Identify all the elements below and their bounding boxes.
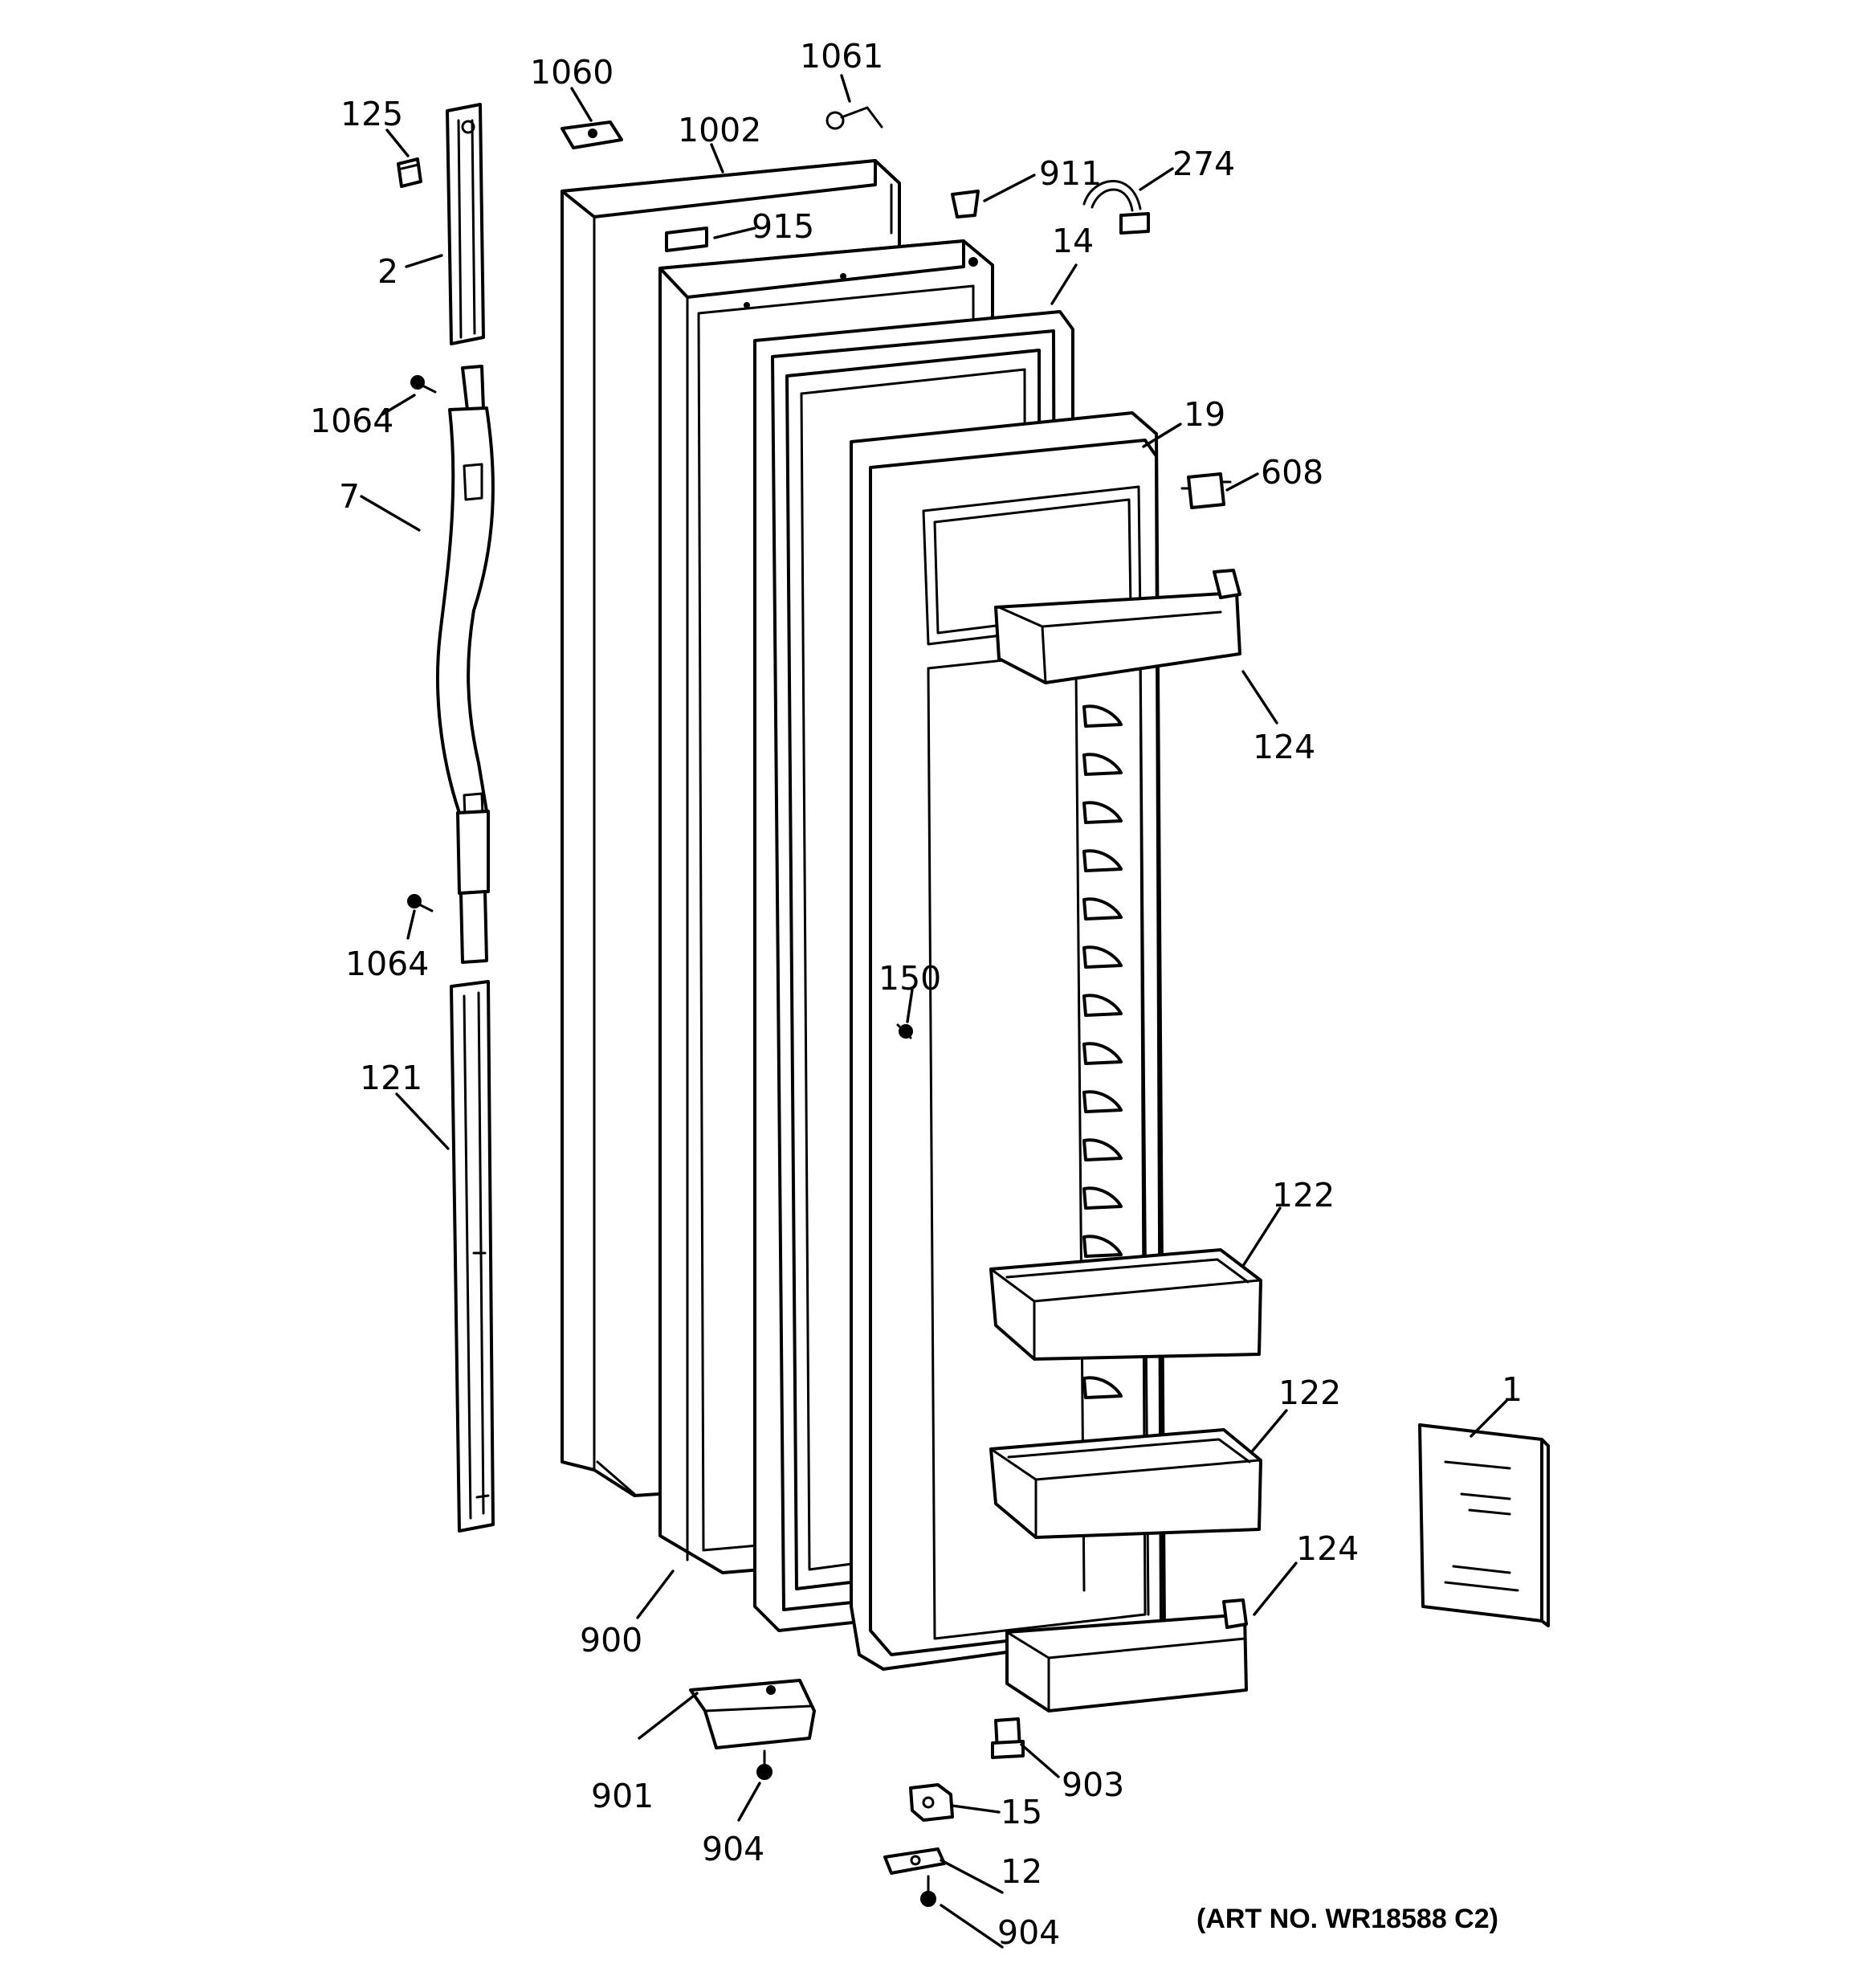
part-904-screw-lower: [920, 1875, 936, 1907]
part-150-screw: [896, 1023, 913, 1039]
part-121-handle-trim-lower: [450, 980, 495, 1533]
part-274-wire-harness: [1082, 180, 1150, 235]
part-1-owners-manual: [1418, 1423, 1550, 1627]
part-1061-clip: [826, 106, 883, 130]
label-608: 608: [1261, 453, 1323, 492]
part-12-hinge-plate: [883, 1847, 946, 1875]
part-2-handle-trim-upper: [446, 103, 485, 345]
part-1064-screw-lower: [407, 894, 434, 912]
part-7-handle: [436, 365, 495, 964]
label-915: 915: [752, 207, 814, 246]
part-901-hinge-cover: [689, 1679, 816, 1749]
label-274: 274: [1172, 145, 1235, 183]
label-1064: 1064: [310, 402, 393, 440]
label-2: 2: [377, 252, 398, 291]
part-124-door-bin-lower: [1005, 1598, 1248, 1712]
part-122-door-bin-lower: [989, 1428, 1262, 1539]
label-122: 122: [1278, 1374, 1341, 1412]
label-124: 124: [1296, 1529, 1359, 1568]
label-14: 14: [1052, 222, 1094, 260]
label-15: 15: [1001, 1793, 1042, 1831]
part-124-door-bin-upper: [994, 569, 1241, 684]
label-19: 19: [1184, 395, 1225, 434]
part-122-door-bin-middle: [989, 1248, 1262, 1361]
part-904-screw-upper: [756, 1749, 773, 1780]
label-1: 1: [1502, 1370, 1523, 1409]
part-1060-bracket: [561, 120, 623, 149]
part-915-label-plate: [665, 227, 708, 252]
art-number: (ART NO. WR18588 C2): [1196, 1904, 1498, 1934]
label-125: 125: [340, 95, 403, 133]
part-608-switch: [1180, 472, 1232, 509]
label-150: 150: [879, 959, 941, 998]
label-904: 904: [997, 1913, 1060, 1952]
label-121: 121: [360, 1059, 422, 1097]
label-904: 904: [702, 1830, 764, 1868]
part-911-bushing: [951, 190, 980, 218]
label-12: 12: [1001, 1852, 1042, 1891]
label-124: 124: [1253, 728, 1315, 766]
label-122: 122: [1272, 1176, 1335, 1214]
label-1064: 1064: [345, 945, 429, 983]
label-1002: 1002: [678, 111, 761, 149]
leader-lines: [360, 74, 1508, 1949]
part-903-bushing: [991, 1717, 1025, 1759]
label-901: 901: [591, 1777, 654, 1815]
label-911: 911: [1039, 154, 1102, 193]
callout-labels: 125 2 1064 7 1064 121 1060 1002 1061 915…: [310, 37, 1523, 1952]
label-903: 903: [1062, 1766, 1124, 1804]
shelf-rail-tabs: [1082, 704, 1123, 1399]
part-15-hinge-block: [909, 1783, 954, 1822]
label-7: 7: [339, 477, 360, 516]
label-1060: 1060: [530, 53, 614, 92]
part-1064-screw-upper: [410, 375, 437, 394]
label-900: 900: [580, 1621, 642, 1659]
label-1061: 1061: [800, 37, 883, 76]
part-125-end-cap: [397, 157, 422, 188]
